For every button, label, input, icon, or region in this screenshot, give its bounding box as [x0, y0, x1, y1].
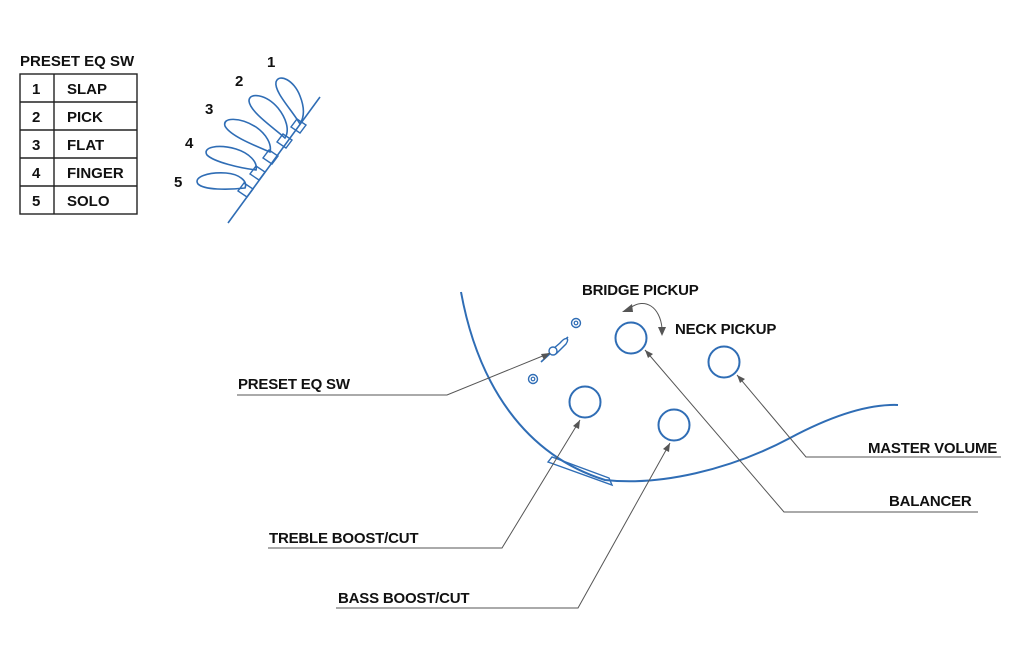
leader-lines — [237, 303, 1001, 609]
arrowhead — [541, 353, 550, 360]
table-row-number: 1 — [32, 81, 40, 98]
switch-plate-edge — [227, 96, 321, 224]
table-row-label: FLAT — [67, 137, 104, 154]
table-row-number: 2 — [32, 109, 40, 126]
bass-boost-cut-knob — [657, 408, 691, 442]
screw-icon — [527, 373, 539, 385]
jack-plate — [546, 456, 614, 487]
balancer-knob — [614, 321, 648, 355]
leader-treble — [268, 419, 581, 549]
table-row-label: FINGER — [67, 165, 124, 182]
master-volume-knob — [707, 345, 741, 379]
switch-position-number: 2 — [235, 73, 243, 90]
switch-detent — [248, 165, 267, 181]
label-bridge-pickup: BRIDGE PICKUP — [582, 282, 699, 299]
label-neck-pickup: NECK PICKUP — [675, 321, 776, 338]
label-preset-eq-sw: PRESET EQ SW — [238, 376, 351, 393]
switch-positions-illustration: 1 2 3 4 5 — [174, 54, 321, 224]
leader-balancer — [644, 349, 978, 513]
switch-position-5-lever — [196, 172, 247, 190]
guitar-body-outline — [460, 291, 899, 487]
table-row-number: 4 — [32, 165, 41, 182]
switch-pivot — [548, 346, 558, 356]
screw-icon — [570, 317, 582, 329]
arrowhead — [622, 304, 633, 312]
arrowhead — [663, 443, 670, 452]
callout-labels: BRIDGE PICKUP NECK PICKUP PRESET EQ SW M… — [238, 282, 997, 607]
preset-eq-switch — [527, 317, 582, 385]
table-border — [19, 73, 138, 215]
table-row-label: SOLO — [67, 193, 110, 210]
switch-position-number: 1 — [267, 54, 275, 71]
leader-bass — [336, 442, 671, 609]
label-balancer: BALANCER — [889, 493, 972, 510]
arrowhead — [737, 375, 745, 383]
label-treble-boost-cut: TREBLE BOOST/CUT — [269, 530, 418, 547]
switch-position-4-lever — [205, 145, 258, 171]
label-bass-boost-cut: BASS BOOST/CUT — [338, 590, 469, 607]
table-row-number: 5 — [32, 193, 40, 210]
leader-master-volume — [736, 374, 1001, 458]
leader-preset-eq-sw — [237, 352, 551, 396]
switch-detent — [261, 149, 280, 165]
arrowhead — [573, 420, 580, 429]
screw-icon-center — [530, 376, 536, 382]
switch-position-number: 4 — [185, 135, 194, 152]
table-row-label: SLAP — [67, 81, 107, 98]
preset-eq-table: PRESET EQ SW 1 SLAP 2 PICK 3 FLAT 4 FING… — [19, 53, 138, 215]
body-edge-curve — [460, 291, 899, 483]
arrowhead — [645, 350, 653, 358]
arrowhead — [658, 327, 666, 336]
switch-detent — [289, 118, 308, 134]
switch-detent — [236, 182, 255, 198]
table-row-number: 3 — [32, 137, 40, 154]
switch-position-3-lever — [224, 118, 272, 154]
screw-icon-center — [573, 320, 579, 326]
switch-position-1-lever — [275, 77, 305, 126]
switch-position-2-lever — [248, 94, 288, 140]
table-row-label: PICK — [67, 109, 103, 126]
switch-position-number: 3 — [205, 101, 213, 118]
switch-detent — [275, 133, 294, 149]
preset-eq-table-title: PRESET EQ SW — [20, 53, 135, 70]
switch-position-number: 5 — [174, 174, 182, 191]
label-master-volume: MASTER VOLUME — [868, 440, 997, 457]
treble-boost-cut-knob — [568, 385, 602, 419]
pickup-direction-arc — [629, 303, 663, 329]
